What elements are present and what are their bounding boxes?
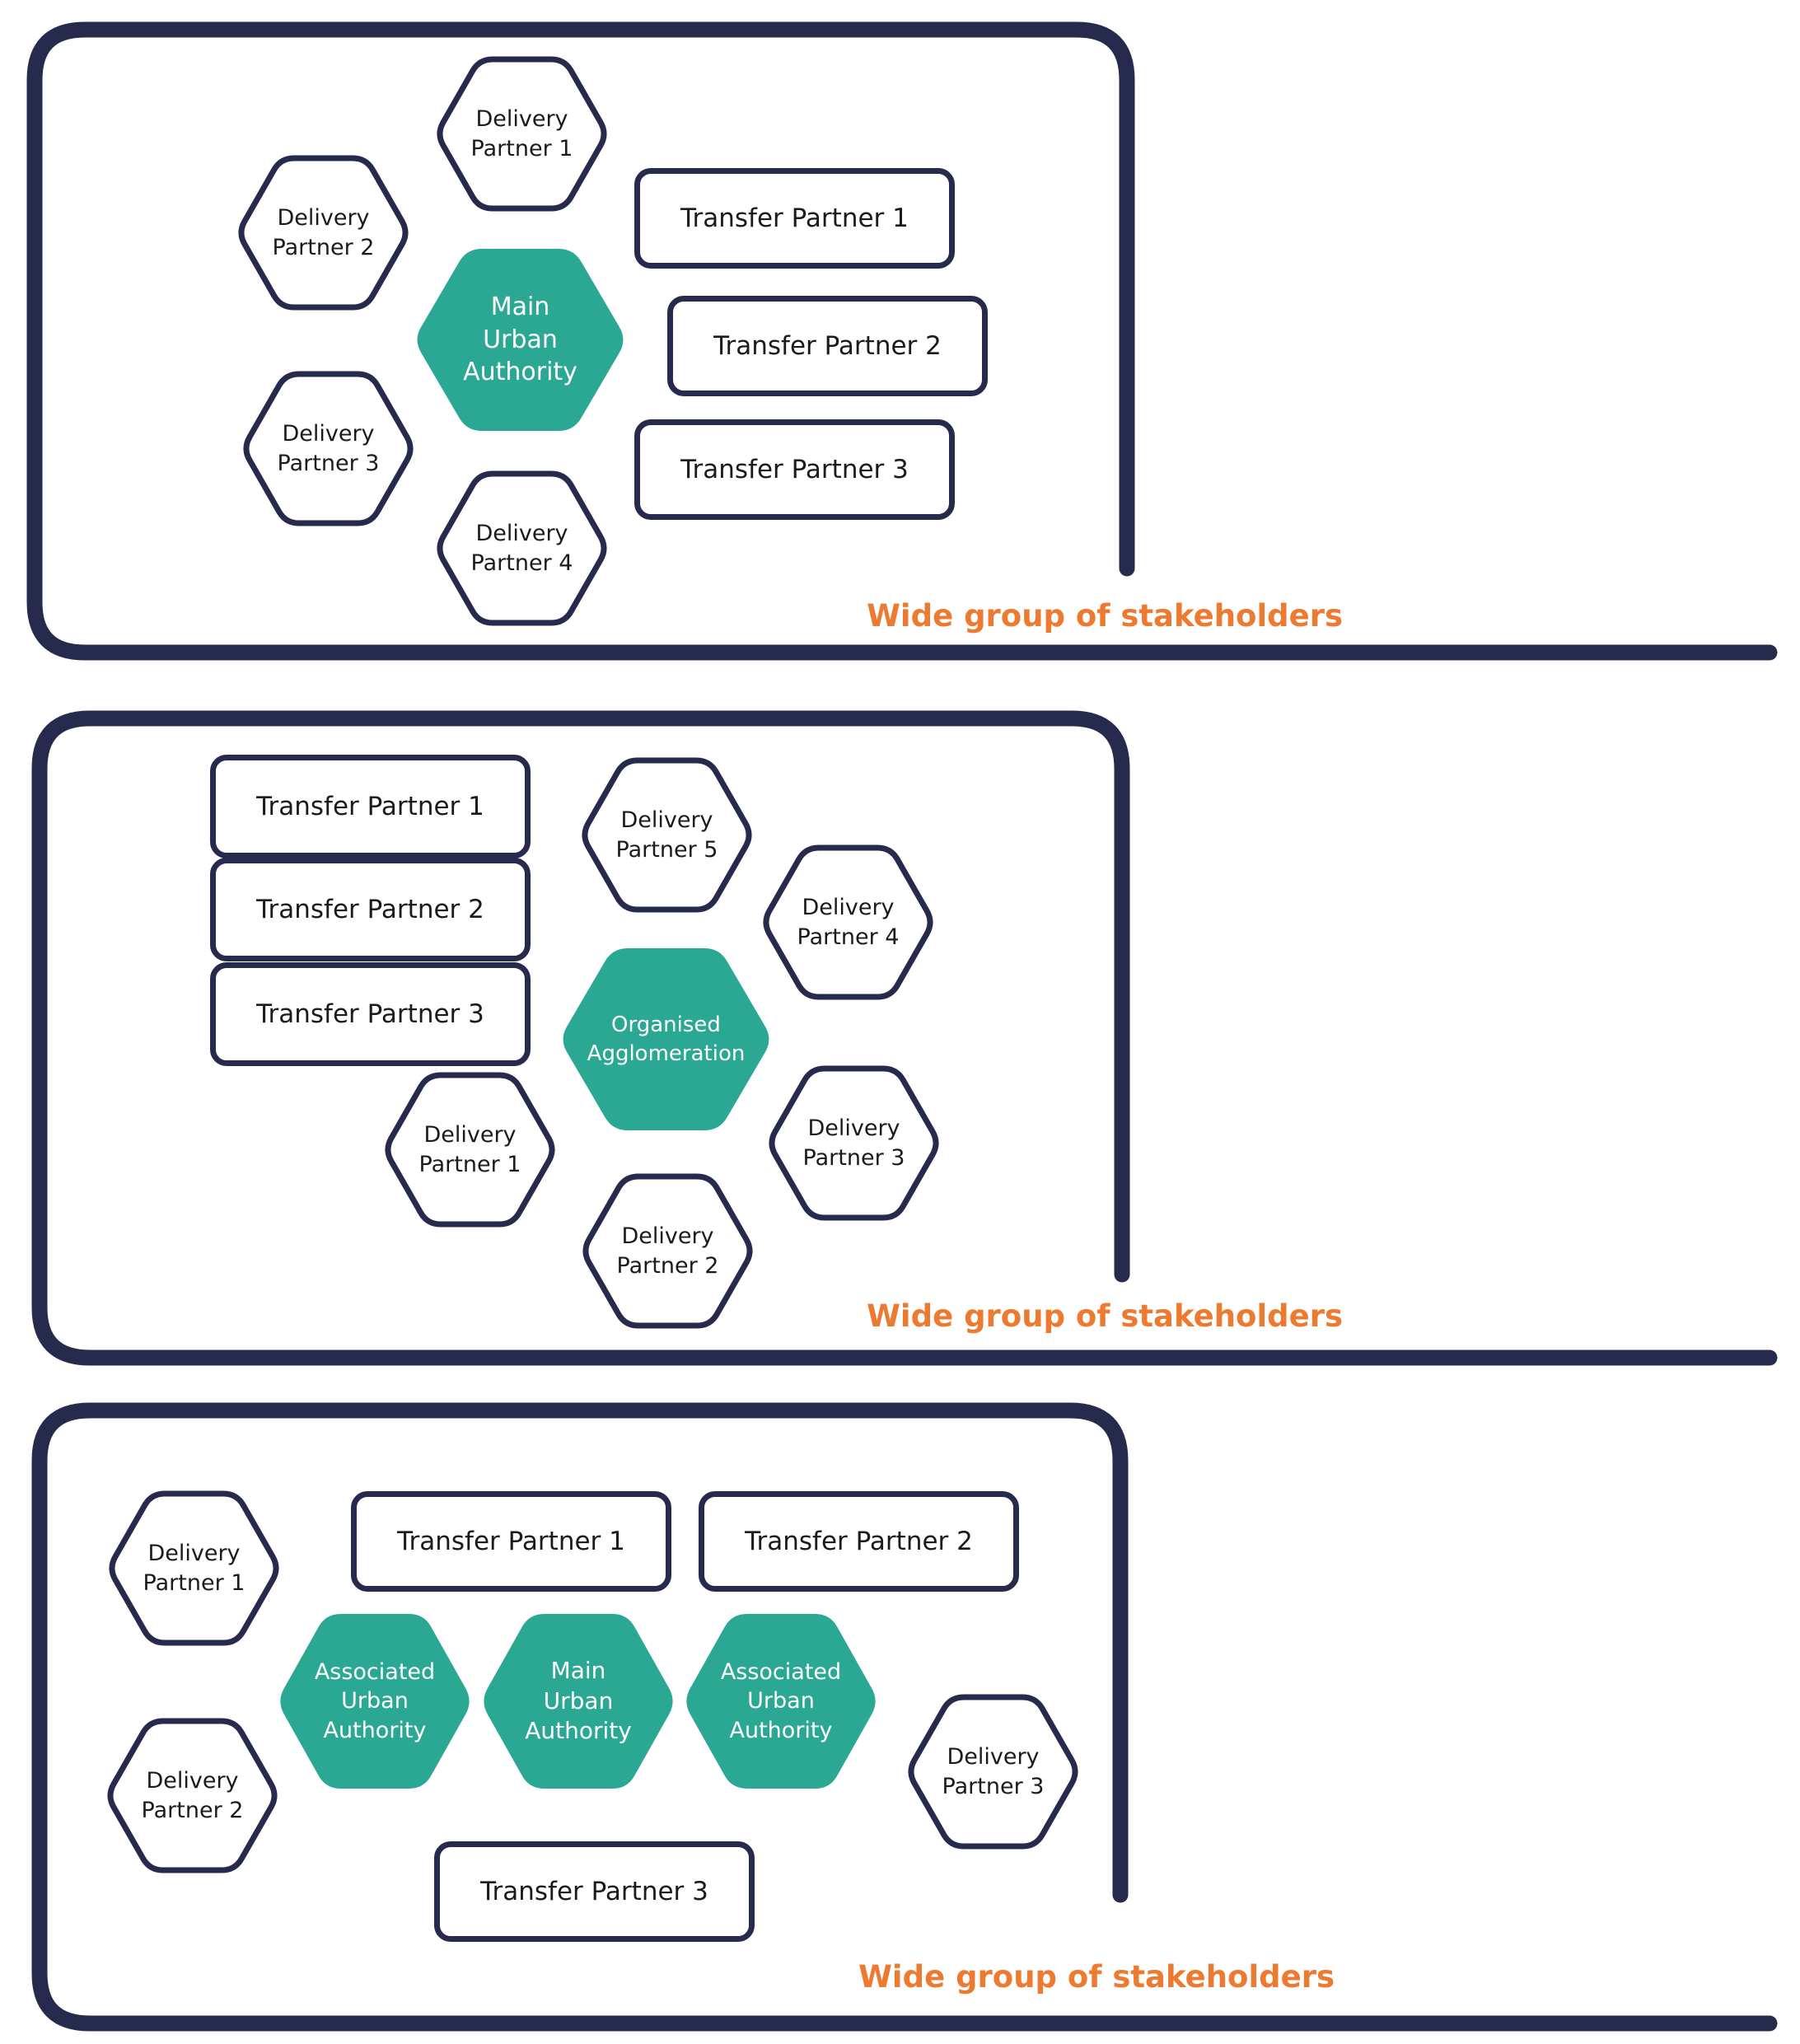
transfer-partner-3-box: Transfer Partner 3 <box>434 1841 755 1942</box>
delivery-partner-4-hexagon: Delivery Partner 4 <box>437 470 607 626</box>
transfer-partner-1-box: Transfer Partner 1 <box>634 168 955 269</box>
main-urban-authority-hexagon: Main Urban Authority <box>414 249 627 431</box>
transfer-partner-2-box: Transfer Partner 2 <box>667 296 988 396</box>
hexagon-outline-icon <box>243 371 414 526</box>
delivery-partner-3-hexagon: Delivery Partner 3 <box>908 1694 1078 1850</box>
stakeholder-group-label: Wide group of stakeholders <box>858 1959 1335 1995</box>
main-urban-authority-hexagon: Main Urban Authority <box>480 1614 676 1789</box>
box-label: Transfer Partner 1 <box>397 1527 625 1556</box>
hexagon-label: Delivery Partner 3 <box>802 1115 905 1171</box>
delivery-partner-1-hexagon: Delivery Partner 1 <box>437 56 607 212</box>
associated-urban-authority-right-hexagon: Associated Urban Authority <box>683 1614 879 1789</box>
hexagon-label: Delivery Partner 2 <box>141 1767 244 1823</box>
hexagon-outline-icon <box>109 1490 279 1646</box>
transfer-partner-1-box: Transfer Partner 1 <box>210 755 531 858</box>
hexagon-outline-icon <box>908 1694 1078 1850</box>
box-label: Transfer Partner 2 <box>256 895 484 924</box>
delivery-partner-4-hexagon: Delivery Partner 4 <box>763 844 933 1000</box>
box-label: Transfer Partner 3 <box>480 1877 708 1906</box>
box-label: Transfer Partner 2 <box>745 1527 973 1556</box>
hexagon-label: Associated Urban Authority <box>720 1658 842 1743</box>
hexagon-outline-icon <box>107 1718 278 1873</box>
hexagon-solid-icon <box>484 1614 673 1789</box>
box-label: Transfer Partner 3 <box>256 999 484 1029</box>
delivery-partner-1-hexagon: Delivery Partner 1 <box>385 1072 555 1228</box>
hexagon-outline-icon <box>437 470 607 626</box>
hexagon-outline-icon <box>582 757 752 913</box>
hexagon-outline-icon <box>238 155 409 311</box>
hexagon-outline-icon <box>763 844 933 1000</box>
delivery-partner-2-hexagon: Delivery Partner 2 <box>107 1718 278 1873</box>
hexagon-outline-icon <box>385 1072 555 1228</box>
hexagon-label: Delivery Partner 4 <box>797 894 900 950</box>
hexagon-solid-icon <box>563 948 769 1130</box>
hexagon-label: Main Urban Authority <box>525 1656 632 1745</box>
transfer-partner-2-box: Transfer Partner 2 <box>210 858 531 961</box>
hexagon-label: Delivery Partner 1 <box>418 1121 521 1177</box>
hexagon-label: Delivery Partner 2 <box>616 1223 719 1279</box>
hexagon-label: Delivery Partner 4 <box>470 520 573 576</box>
hexagon-label: Main Urban Authority <box>463 292 577 387</box>
box-label: Transfer Partner 1 <box>680 203 909 233</box>
delivery-partner-5-hexagon: Delivery Partner 5 <box>582 757 752 913</box>
hexagon-outline-icon <box>437 56 607 212</box>
transfer-partner-3-box: Transfer Partner 3 <box>634 419 955 520</box>
organised-agglomeration-hexagon: Organised Agglomeration <box>559 948 773 1130</box>
transfer-partner-2-box: Transfer Partner 2 <box>699 1491 1019 1592</box>
stakeholder-group-label: Wide group of stakeholders <box>867 598 1343 634</box>
delivery-partner-2-hexagon: Delivery Partner 2 <box>238 155 409 311</box>
delivery-partner-1-hexagon: Delivery Partner 1 <box>109 1490 279 1646</box>
hexagon-label: Delivery Partner 3 <box>277 420 380 476</box>
delivery-partner-2-hexagon: Delivery Partner 2 <box>582 1173 753 1329</box>
box-label: Transfer Partner 3 <box>680 455 909 484</box>
hexagon-solid-icon <box>417 249 624 431</box>
hexagon-label: Organised Agglomeration <box>587 1013 746 1066</box>
box-label: Transfer Partner 2 <box>713 331 942 361</box>
transfer-partner-1-box: Transfer Partner 1 <box>351 1491 671 1592</box>
hexagon-label: Delivery Partner 3 <box>942 1743 1045 1799</box>
hexagon-solid-icon <box>280 1614 470 1789</box>
hexagon-outline-icon <box>769 1065 939 1221</box>
stakeholder-group-label: Wide group of stakeholders <box>867 1298 1343 1334</box>
hexagon-label: Delivery Partner 2 <box>272 204 375 260</box>
transfer-partner-3-box: Transfer Partner 3 <box>210 962 531 1066</box>
hexagon-label: Delivery Partner 1 <box>143 1540 245 1596</box>
hexagon-solid-icon <box>686 1614 876 1789</box>
hexagon-outline-icon <box>582 1173 753 1329</box>
box-label: Transfer Partner 1 <box>256 792 484 821</box>
hexagon-label: Delivery Partner 1 <box>470 105 573 161</box>
associated-urban-authority-left-hexagon: Associated Urban Authority <box>277 1614 473 1789</box>
delivery-partner-3-hexagon: Delivery Partner 3 <box>243 371 414 526</box>
delivery-partner-3-hexagon: Delivery Partner 3 <box>769 1065 939 1221</box>
hexagon-label: Delivery Partner 5 <box>615 807 718 863</box>
hexagon-label: Associated Urban Authority <box>314 1658 436 1743</box>
